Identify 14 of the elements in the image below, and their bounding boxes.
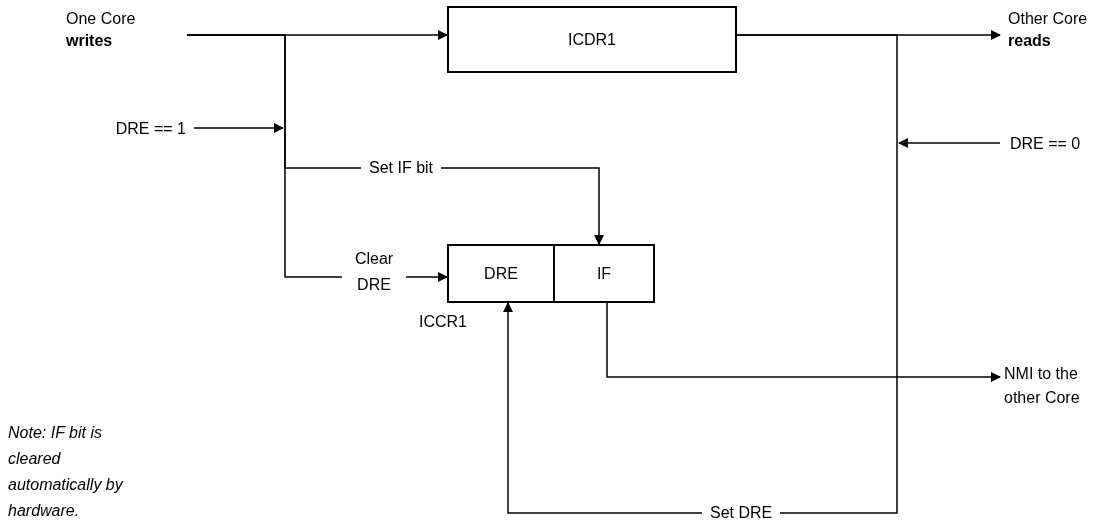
text-label: One Core writes xyxy=(66,8,187,52)
register-field: DRE xyxy=(449,246,555,301)
register-field: IF xyxy=(555,246,653,301)
register-box: ICDR1 xyxy=(447,6,737,73)
text-label: DRE == 0 xyxy=(1000,132,1116,156)
arrow xyxy=(606,302,1001,382)
text-label: DRE == 1 xyxy=(77,117,194,141)
arrow xyxy=(503,34,898,514)
text-label: NMI to the other Core xyxy=(1000,362,1116,410)
note-text: Note: IF bit is cleared automatically by hardware. xyxy=(8,423,125,521)
arrow xyxy=(898,138,1001,148)
arrow xyxy=(193,123,284,133)
text-label: Other Core reads xyxy=(1000,8,1116,52)
register-name: ICCR1 xyxy=(419,312,467,332)
